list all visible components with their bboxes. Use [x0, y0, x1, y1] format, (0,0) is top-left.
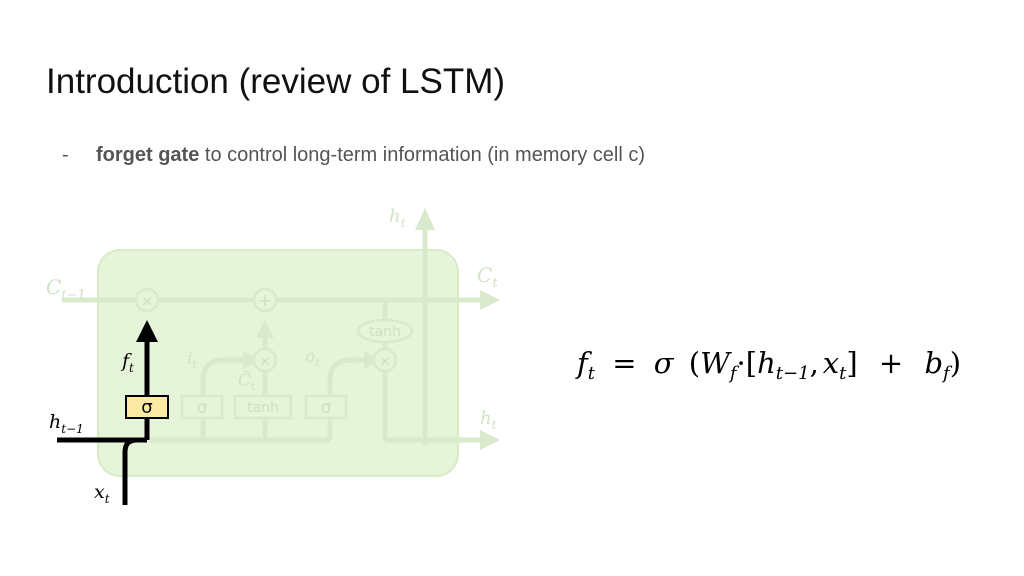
label-h-prev: ht−1	[49, 411, 84, 436]
svg-text:σ: σ	[141, 397, 152, 418]
forget-gate-arrowhead	[136, 320, 158, 342]
gate-forget: σ	[125, 395, 169, 419]
svg-text:×: ×	[379, 352, 392, 370]
op-add: +	[252, 287, 278, 313]
svg-text:×: ×	[141, 292, 154, 310]
label-c-next: Ct	[477, 263, 498, 291]
svg-text:×: ×	[259, 352, 272, 370]
op-multiply-input: ×	[252, 347, 278, 373]
svg-text:σ: σ	[197, 398, 208, 418]
op-multiply-forget: ×	[134, 287, 160, 313]
bullet-forget-gate: - forget gate to control long-term inform…	[62, 144, 645, 167]
op-multiply-output: ×	[372, 347, 398, 373]
label-c-prev: Ct−1	[46, 275, 86, 303]
svg-text:+: +	[258, 291, 272, 311]
gate-candidate: tanh	[233, 394, 293, 420]
lstm-cell-body	[97, 249, 459, 477]
label-o-t: ot	[305, 347, 320, 369]
forget-gate-path	[57, 340, 150, 505]
bullet-marker: -	[62, 144, 69, 166]
svg-text:tanh: tanh	[369, 324, 401, 340]
label-x-t: xt	[94, 481, 110, 506]
label-i-t: it	[187, 349, 197, 371]
bullet-text: to control long-term information (in mem…	[199, 144, 646, 166]
gate-input: σ	[180, 394, 224, 420]
bullet-bold-term: forget gate	[96, 144, 200, 166]
label-f-t: ft	[120, 350, 134, 375]
svg-text:σ: σ	[321, 398, 332, 418]
label-c-tilde: C̃t	[238, 371, 256, 393]
gate-output: σ	[304, 394, 348, 420]
label-h-right: ht	[480, 408, 497, 432]
svg-text:tanh: tanh	[247, 400, 279, 416]
label-h-top: ht	[389, 206, 406, 230]
slide-title: Introduction (review of LSTM)	[46, 62, 506, 101]
cell-tanh: tanh	[356, 318, 414, 344]
forget-gate-equation: ft = σ (Wf·[ht−1,xt] + bf)	[575, 346, 961, 386]
